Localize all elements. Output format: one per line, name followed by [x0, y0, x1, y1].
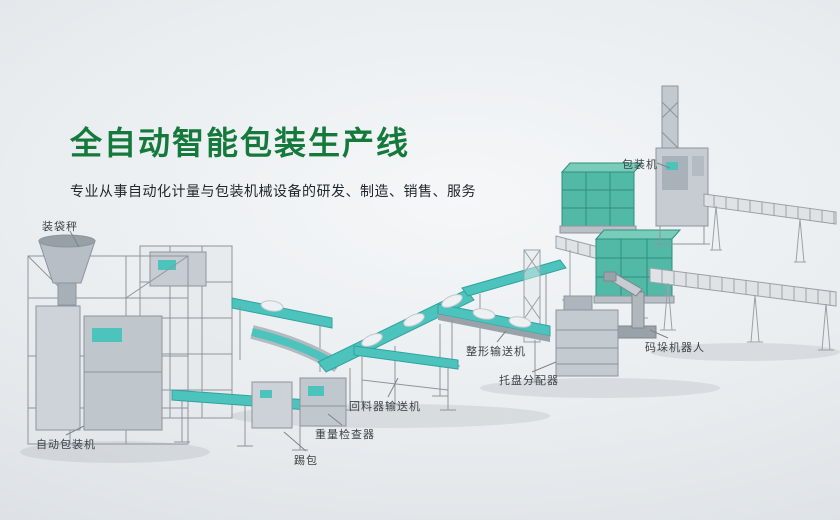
auto-packaging-machine: [27, 245, 233, 445]
label-shaping-conveyor: 整形输送机: [466, 345, 526, 358]
packaging-machine: [654, 85, 710, 245]
weight-checker-machine: [299, 377, 347, 427]
bag-stack-a: [559, 162, 644, 234]
bags-on-line: [260, 294, 532, 347]
label-return-feeder-conveyor: 回料器输送机: [349, 400, 421, 413]
label-packaging-machine: 包装机: [622, 158, 658, 171]
elevated-conveyor: [231, 297, 333, 372]
transfer-conveyor-top: [461, 259, 567, 356]
kick-bag-device: [251, 381, 293, 429]
outfeed-conveyor-top: [703, 193, 837, 263]
pallet-distributor: [555, 295, 619, 377]
palletizing-robot: [603, 271, 657, 339]
label-palletizing-robot: 码垛机器人: [645, 341, 705, 354]
leader-lines: [65, 162, 671, 452]
label-auto-packaging-machine: 自动包装机: [36, 438, 96, 451]
label-weight-checker: 重量检查器: [315, 428, 375, 441]
support-tower: [523, 249, 541, 343]
page-title: 全自动智能包装生产线: [70, 124, 411, 162]
headline-block: 全自动智能包装生产线 专业从事自动化计量与包装机械设备的研发、制造、销售、服务: [70, 124, 476, 201]
outfeed-conveyor-bottom: [649, 267, 837, 351]
return-feeder-conveyor: [353, 345, 459, 411]
label-bagging-scale: 装袋秤: [42, 220, 78, 233]
page-subtitle: 专业从事自动化计量与包装机械设备的研发、制造、销售、服务: [70, 184, 476, 201]
bagging-scale-hopper: [38, 234, 96, 306]
label-kick-bag: 踢包: [294, 454, 318, 467]
label-pallet-distributor: 托盘分配器: [499, 374, 559, 387]
